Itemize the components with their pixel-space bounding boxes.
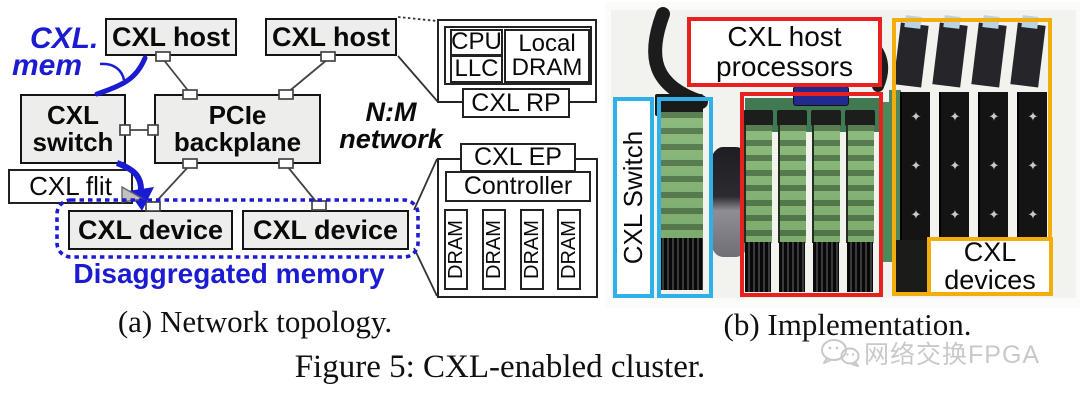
cxl-host-processors-label-box: CXL host processors <box>687 17 882 87</box>
local-dram-cell: Local DRAM <box>504 29 590 83</box>
link-backplane-device1 <box>152 165 190 206</box>
node-cxl-host-2: CXL host <box>265 18 397 56</box>
cxl-host-processors-line1: CXL host <box>727 21 842 53</box>
cxl-rp-box: CXL RP <box>462 88 570 118</box>
port-device2 <box>311 200 327 211</box>
dram-module-2-label: DRAM <box>482 220 505 279</box>
node-cxl-switch-line1: CXL <box>47 99 99 130</box>
node-cxl-host-2-label: CXL host <box>271 21 390 52</box>
caption-b: (b) Implementation. <box>723 307 972 342</box>
cxl-devices-line2: devices <box>944 264 1036 295</box>
switch-connector <box>659 238 703 290</box>
dram-module-1-label: DRAM <box>444 220 467 279</box>
dram-module-2: DRAM <box>482 209 506 290</box>
cxl-switch-label-box: CXL Switch <box>613 97 654 298</box>
dram-module-3: DRAM <box>520 209 544 290</box>
host-callout-bottom-line <box>397 55 439 103</box>
host-dimm-1 <box>743 110 773 292</box>
node-pcie-backplane-line2: backplane <box>173 127 302 157</box>
controller-box: Controller <box>445 171 591 202</box>
wechat-icon <box>821 339 860 367</box>
watermark: 网络交换FPGA <box>820 334 1076 372</box>
disaggregated-memory-label: Disaggregated memory <box>73 258 385 289</box>
node-cxl-host-1-label: CXL host <box>111 21 230 52</box>
node-cxl-device-1: CXL device <box>68 210 233 250</box>
device-callout-top-line <box>413 158 438 211</box>
dram-module-3-label: DRAM <box>520 220 543 279</box>
host-dimm-4 <box>845 110 875 292</box>
cxl-devices-line1: CXL <box>963 236 1017 267</box>
local-dram-line1: Local <box>518 29 576 57</box>
nm-network-line1: N:M <box>365 97 417 127</box>
node-pcie-backplane-line1: PCIe <box>208 99 267 130</box>
host-dimm-3 <box>811 110 841 292</box>
dram-module-1: DRAM <box>444 209 468 290</box>
cxl-mem-leader-line <box>99 62 126 81</box>
nm-network-line2: network <box>339 124 443 154</box>
caption-a: (a) Network topology. <box>117 304 393 339</box>
cxl-mem-link-curve <box>94 55 148 97</box>
nm-network-annotation: N:M network <box>332 99 450 153</box>
node-cxl-device-2: CXL device <box>242 210 409 250</box>
cxl-mem-label-line2: mem <box>12 49 83 82</box>
link-backplane-device2 <box>286 165 319 205</box>
node-pcie-backplane: PCIe backplane <box>154 94 321 164</box>
cxl-host-processors-line2: processors <box>716 51 853 82</box>
cxl-ep-box: CXL EP <box>460 143 576 172</box>
node-cxl-switch: CXL switch <box>20 94 126 164</box>
link-host2-backplane <box>286 58 329 94</box>
cxl-mem-label-line1: CXL. <box>30 22 99 55</box>
node-cxl-host-1: CXL host <box>105 18 237 56</box>
device-callout-bottom-line <box>413 247 438 297</box>
cxl-ep-label: CXL EP <box>473 143 562 171</box>
cpu-cell: CPU <box>450 29 503 56</box>
dram-module-4-label: DRAM <box>557 220 580 279</box>
cxl-host-processors-highlight-box <box>740 92 883 297</box>
node-cxl-device-2-label: CXL device <box>252 214 399 245</box>
cxl-switch-highlight-box <box>657 97 713 298</box>
link-host1-backplane <box>162 58 191 94</box>
device-heatsink-3: ✦✦✦ <box>978 92 1008 240</box>
node-cxl-device-1-label: CXL device <box>77 214 224 245</box>
llc-cell: LLC <box>450 55 503 83</box>
local-dram-line2: DRAM <box>511 54 583 81</box>
host-callout-top-line <box>397 16 438 22</box>
dram-module-4: DRAM <box>557 209 581 290</box>
cxl-flit-label: CXL flit <box>29 171 112 201</box>
cpu-label: CPU <box>451 28 502 56</box>
figure-caption: Figure 5: CXL-enabled cluster. <box>294 349 706 385</box>
device-heatsink-4: ✦✦✦ <box>1017 92 1047 240</box>
cxl-switch-label: CXL Switch <box>617 130 648 265</box>
watermark-text: 网络交换FPGA <box>864 341 1041 369</box>
device-heatsink-2: ✦✦✦ <box>939 92 969 240</box>
llc-label: LLC <box>454 54 499 82</box>
cxl-rp-label: CXL RP <box>471 88 561 117</box>
node-cxl-switch-line2: switch <box>32 127 114 157</box>
controller-label: Controller <box>463 172 573 200</box>
host-dimm-2 <box>777 110 807 292</box>
device-heatsink-1: ✦✦✦ <box>900 92 930 240</box>
cxl-devices-label-box: CXL devices <box>927 237 1053 296</box>
cxl-flit-callout: CXL flit <box>8 169 133 204</box>
